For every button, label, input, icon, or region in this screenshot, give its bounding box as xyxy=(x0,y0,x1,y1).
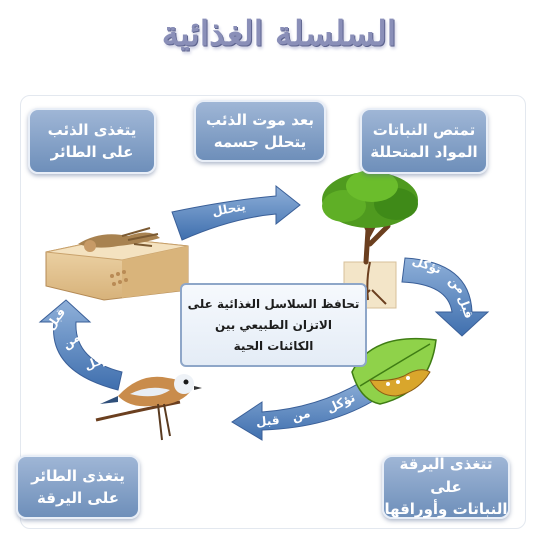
box-plants-absorb-line1: تمتص النباتات xyxy=(372,120,476,139)
box-bird-eats-caterpillar: يتغذى الطائر على اليرقة xyxy=(16,455,140,519)
box-wolf-eats-bird: يتغذى الذئب على الطائر xyxy=(28,108,156,174)
box-wolf-decomposes-line1: بعد موت الذئب xyxy=(206,110,314,129)
arrow-eaten-by-right xyxy=(401,257,490,337)
box-wolf-decomposes-line2: يتحلل جسمه xyxy=(213,133,307,151)
box-plants-absorb: تمتص النباتات المواد المتحللة xyxy=(360,108,488,174)
arrow-decomposes xyxy=(171,184,301,241)
bird-image xyxy=(95,374,202,441)
tree-image xyxy=(322,170,418,309)
box-wolf-eats-bird-line2: على الطائر xyxy=(50,143,134,161)
box-wolf-eats-bird-line1: يتغذى الذئب xyxy=(47,120,137,139)
arrow-bottom-word3: قبل xyxy=(255,413,281,429)
diagram-frame xyxy=(20,95,526,529)
arrow-eaten-by-left xyxy=(38,299,123,391)
box-plants-absorb-line2: المواد المتحللة xyxy=(370,143,478,161)
box-caterpillar-eats-plants-line2: النباتات وأوراقها xyxy=(384,500,508,519)
diagram-title: السلسلة الغذائية xyxy=(161,14,397,54)
center-note-line1: تحافظ السلاسل الغذائية على xyxy=(187,296,360,311)
box-caterpillar-eats-plants: تتغذى اليرقة على النباتات وأوراقها xyxy=(382,455,510,519)
box-bird-eats-caterpillar-line1: يتغذى الطائر xyxy=(31,466,125,485)
decomposed-wolf-soil-image xyxy=(45,227,189,301)
arrow-eaten-by-bottom xyxy=(231,377,379,441)
center-note-box: تحافظ السلاسل الغذائية على الاتزان الطبي… xyxy=(180,283,367,367)
box-wolf-decomposes: بعد موت الذئب يتحلل جسمه xyxy=(194,100,326,162)
center-note-line2: الاتزان الطبيعي بين xyxy=(215,317,332,332)
box-bird-eats-caterpillar-line2: على اليرقة xyxy=(37,489,119,507)
leaf-caterpillar-image xyxy=(351,337,437,405)
box-caterpillar-eats-plants-line1: تتغذى اليرقة على xyxy=(399,455,493,496)
center-note-line3: الكائنات الحية xyxy=(233,338,314,353)
